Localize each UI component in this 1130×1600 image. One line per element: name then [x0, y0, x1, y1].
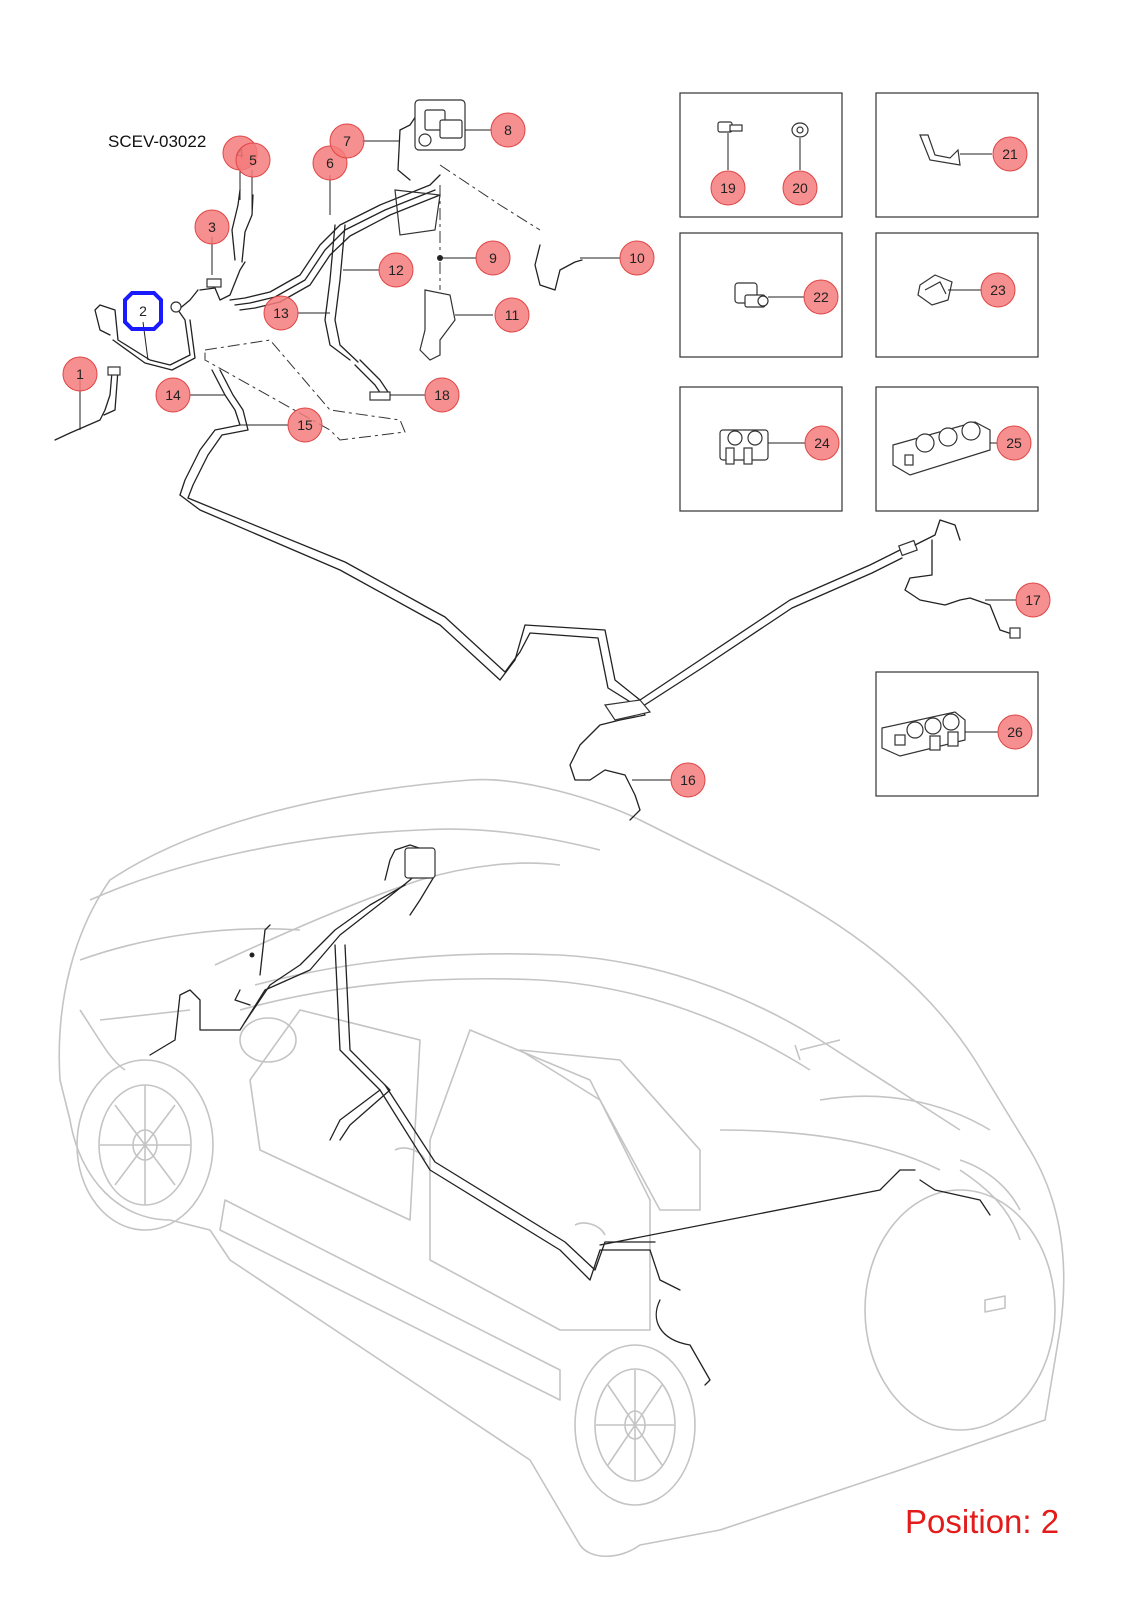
callout-bubble [997, 714, 1033, 750]
callout-label: 23 [990, 282, 1006, 298]
callout-21[interactable]: 21 [992, 136, 1028, 172]
callout-label: 12 [388, 262, 404, 278]
callout-bubble [1015, 582, 1051, 618]
callout-bubble [980, 272, 1016, 308]
callout-bubble [378, 252, 414, 288]
callout-label: 18 [434, 387, 450, 403]
callout-23[interactable]: 23 [980, 272, 1016, 308]
bolt-part-icon [717, 121, 743, 133]
callout-bubble [996, 425, 1032, 461]
callout-16[interactable]: 16 [670, 762, 706, 798]
callout-bubble [782, 170, 818, 206]
clip-part-icon [919, 134, 961, 166]
callout-label: 8 [504, 122, 512, 138]
vehicle-brake-lines [149, 844, 991, 1386]
callout-label: 3 [208, 219, 216, 235]
callout-8[interactable]: 8 [490, 112, 526, 148]
callout-label: 2 [139, 303, 147, 319]
callout-bubble [424, 377, 460, 413]
callout-bubble [263, 295, 299, 331]
callout-label: 26 [1007, 724, 1023, 740]
callout-label: 9 [489, 250, 497, 266]
callout-bubble [235, 142, 271, 178]
callout-label: 6 [326, 155, 334, 171]
double-clip-part-icon [719, 429, 769, 465]
callout-bubble [475, 240, 511, 276]
callout-bubble [992, 136, 1028, 172]
vehicle-outline [58, 778, 1065, 1557]
callout-7[interactable]: 7 [329, 123, 365, 159]
callout-bubble [329, 123, 365, 159]
position-label: Position: 2 [905, 1503, 1060, 1540]
callout-highlight-frame [123, 291, 163, 331]
parts-detail-panel [679, 92, 1039, 797]
callout-bubble [619, 240, 655, 276]
callout-label: 10 [629, 250, 645, 266]
callout-label: 20 [792, 180, 808, 196]
callout-10[interactable]: 10 [619, 240, 655, 276]
callout-12[interactable]: 12 [378, 252, 414, 288]
callout-bubble [803, 279, 839, 315]
callout-label: 16 [680, 772, 696, 788]
callout-1[interactable]: 1 [62, 356, 98, 392]
callout-label: 21 [1002, 146, 1018, 162]
callout-label: 15 [297, 417, 313, 433]
callout-bubble [670, 762, 706, 798]
callout-label: 25 [1006, 435, 1022, 451]
callout-bubble [490, 112, 526, 148]
callout-18[interactable]: 18 [424, 377, 460, 413]
callout-26[interactable]: 26 [997, 714, 1033, 750]
triple-clip-part-icon [892, 421, 991, 476]
clip-a-part-icon [734, 282, 769, 308]
callout-25[interactable]: 25 [996, 425, 1032, 461]
brake-line-assembly [54, 99, 1021, 821]
callout-bubble [155, 377, 191, 413]
callout-label: 17 [1025, 592, 1041, 608]
callout-label: 1 [76, 366, 84, 382]
detail-box-19-20 [679, 92, 843, 218]
callout-15[interactable]: 15 [287, 407, 323, 443]
callout-3[interactable]: 3 [194, 209, 230, 245]
callout-5[interactable]: 5 [235, 142, 271, 178]
callout-label: 22 [813, 289, 829, 305]
callout-label: 24 [814, 435, 830, 451]
callout-19[interactable]: 19 [710, 170, 746, 206]
callout-label: 5 [249, 152, 257, 168]
callout-bubble [287, 407, 323, 443]
callout-bubble [62, 356, 98, 392]
callout-bubble [194, 209, 230, 245]
callout-11[interactable]: 11 [494, 297, 530, 333]
callout-bubble [494, 297, 530, 333]
clip-b-part-icon [917, 274, 953, 306]
callout-label: 14 [165, 387, 181, 403]
callout-9[interactable]: 9 [475, 240, 511, 276]
callout-20[interactable]: 20 [782, 170, 818, 206]
callout-label: 11 [505, 307, 520, 323]
callout-bubble [804, 425, 840, 461]
callout-label: 7 [343, 133, 351, 149]
callout-22[interactable]: 22 [803, 279, 839, 315]
callout-13[interactable]: 13 [263, 295, 299, 331]
callout-2[interactable]: 2 [123, 291, 163, 331]
washer-part-icon [791, 122, 809, 138]
diagram-code: SCEV-03022 [108, 132, 207, 151]
callout-label: 13 [273, 305, 289, 321]
quad-clip-part-icon [881, 711, 966, 757]
callout-24[interactable]: 24 [804, 425, 840, 461]
callout-14[interactable]: 14 [155, 377, 191, 413]
callout-group: 1234567891011121314151617181920212223242… [62, 112, 1051, 798]
callout-17[interactable]: 17 [1015, 582, 1051, 618]
callout-label: 19 [720, 180, 736, 196]
callout-bubble [710, 170, 746, 206]
